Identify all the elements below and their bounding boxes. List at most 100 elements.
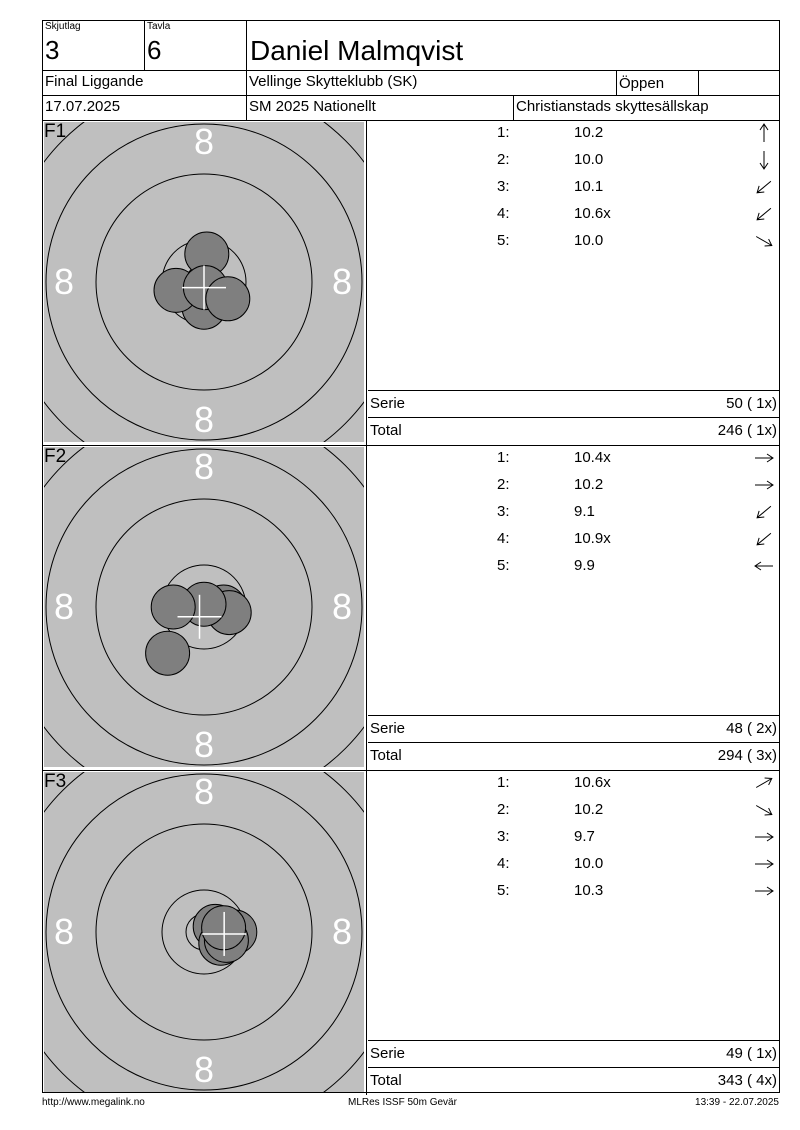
serie-row: Serie 48 ( 2x)	[368, 715, 780, 742]
shot-number: 3:	[497, 828, 510, 845]
ring-9	[95, 498, 313, 716]
shot-number: 1:	[497, 124, 510, 141]
total-value: 294 ( 3x)	[717, 747, 777, 764]
shot-hole-5	[205, 276, 251, 322]
shot-score: 10.3	[574, 882, 604, 899]
footer-url: http://www.megalink.no	[42, 1097, 145, 1108]
direction-arrow-icon	[756, 207, 772, 221]
shot-score: 9.9	[574, 557, 595, 574]
skjutlag-value: 3	[45, 35, 60, 65]
direction-arrow-icon	[755, 236, 773, 247]
series-label: F2	[44, 446, 67, 467]
series-label: F3	[44, 771, 67, 792]
footer-software: MLRes ISSF 50m Gevär	[348, 1097, 457, 1108]
direction-arrow-icon	[756, 505, 772, 519]
direction-arrow-icon	[759, 123, 769, 142]
series-frame	[42, 120, 780, 1093]
shot-score: 10.4x	[574, 449, 611, 466]
class-cell: Öppen	[616, 70, 699, 96]
serie-value: 49 ( 1x)	[726, 1045, 777, 1062]
shooter-name-cell: Daniel Malmqvist	[246, 20, 780, 71]
serie-value: 50 ( 1x)	[726, 395, 777, 412]
shot-score: 10.0	[574, 855, 604, 872]
total-value: 343 ( 4x)	[717, 1072, 777, 1089]
target-face: 8 8 8 8	[44, 772, 364, 1092]
target-f3: 8 8 8 8	[44, 772, 364, 1092]
shot-score: 9.1	[574, 503, 595, 520]
competition-name: SM 2025 Nationellt	[249, 98, 376, 115]
direction-arrow-icon	[755, 777, 773, 788]
ring-number-label: 8	[194, 122, 214, 162]
direction-arrow-icon	[755, 453, 774, 463]
shot-score: 10.2	[574, 801, 604, 818]
ring-outer	[45, 448, 363, 766]
ring-number-label: 8	[54, 911, 74, 952]
shot-score: 10.2	[574, 476, 604, 493]
class-name: Öppen	[619, 75, 665, 92]
total-row: Total 294 ( 3x)	[368, 742, 780, 769]
shot-number: 2:	[497, 801, 510, 818]
shot-number: 5:	[497, 882, 510, 899]
direction-arrow-icon	[755, 832, 774, 842]
total-label: Total	[370, 747, 402, 764]
ring-number-label: 8	[332, 911, 352, 952]
ring-number-label: 8	[194, 1049, 214, 1090]
ring-9	[95, 823, 313, 1041]
total-label: Total	[370, 422, 402, 439]
shot-number: 5:	[497, 557, 510, 574]
direction-arrow-icon	[759, 151, 769, 170]
shot-score: 10.6x	[574, 774, 611, 791]
skjutlag-cell: Skjutlag 3	[42, 20, 145, 71]
ring-number-label: 8	[194, 447, 214, 487]
direction-arrow-icon	[755, 805, 773, 816]
shot-score: 10.9x	[574, 530, 611, 547]
ring-number-label: 8	[332, 586, 352, 627]
ring-9	[95, 173, 313, 391]
ring-number-label: 8	[194, 724, 214, 765]
ring-number-label: 8	[54, 261, 74, 302]
event-cell: Final Liggande	[42, 70, 247, 96]
ring-outer	[45, 123, 363, 441]
shot-hole-3	[145, 630, 191, 676]
series-divider	[42, 770, 780, 771]
shot-score: 10.2	[574, 124, 604, 141]
direction-arrow-icon	[754, 561, 773, 571]
competition-cell: SM 2025 Nationellt	[246, 95, 514, 121]
direction-arrow-icon	[756, 532, 772, 546]
direction-arrow-icon	[755, 480, 774, 490]
target-separator	[366, 445, 367, 770]
shot-number: 1:	[497, 449, 510, 466]
event-name: Final Liggande	[45, 73, 144, 90]
ring-number-label: 8	[332, 261, 352, 302]
class-extra-cell	[698, 70, 780, 96]
ring-number-label: 8	[194, 772, 214, 812]
organizer-cell: Christianstads skyttesällskap	[513, 95, 780, 121]
serie-label: Serie	[370, 720, 406, 737]
shot-number: 5:	[497, 232, 510, 249]
footer-timestamp: 13:39 - 22.07.2025	[695, 1097, 779, 1108]
target-separator	[366, 770, 367, 1095]
club-cell: Vellinge Skytteklubb (SK)	[246, 70, 617, 96]
shooter-name: Daniel Malmqvist	[250, 35, 464, 66]
total-value: 246 ( 1x)	[717, 422, 777, 439]
total-row: Total 246 ( 1x)	[368, 417, 780, 444]
shot-number: 4:	[497, 855, 510, 872]
shot-score: 10.0	[574, 232, 604, 249]
tavla-value: 6	[147, 35, 162, 65]
target-separator	[366, 120, 367, 445]
shot-number: 1:	[497, 774, 510, 791]
shot-hole-5	[150, 584, 196, 630]
serie-value: 48 ( 2x)	[726, 720, 777, 737]
tavla-label: Tavla	[147, 21, 171, 32]
shot-number: 4:	[497, 205, 510, 222]
date: 17.07.2025	[45, 98, 121, 115]
ring-outer	[45, 773, 363, 1091]
serie-row: Serie 50 ( 1x)	[368, 390, 780, 417]
shot-number: 3:	[497, 503, 510, 520]
serie-label: Serie	[370, 395, 406, 412]
